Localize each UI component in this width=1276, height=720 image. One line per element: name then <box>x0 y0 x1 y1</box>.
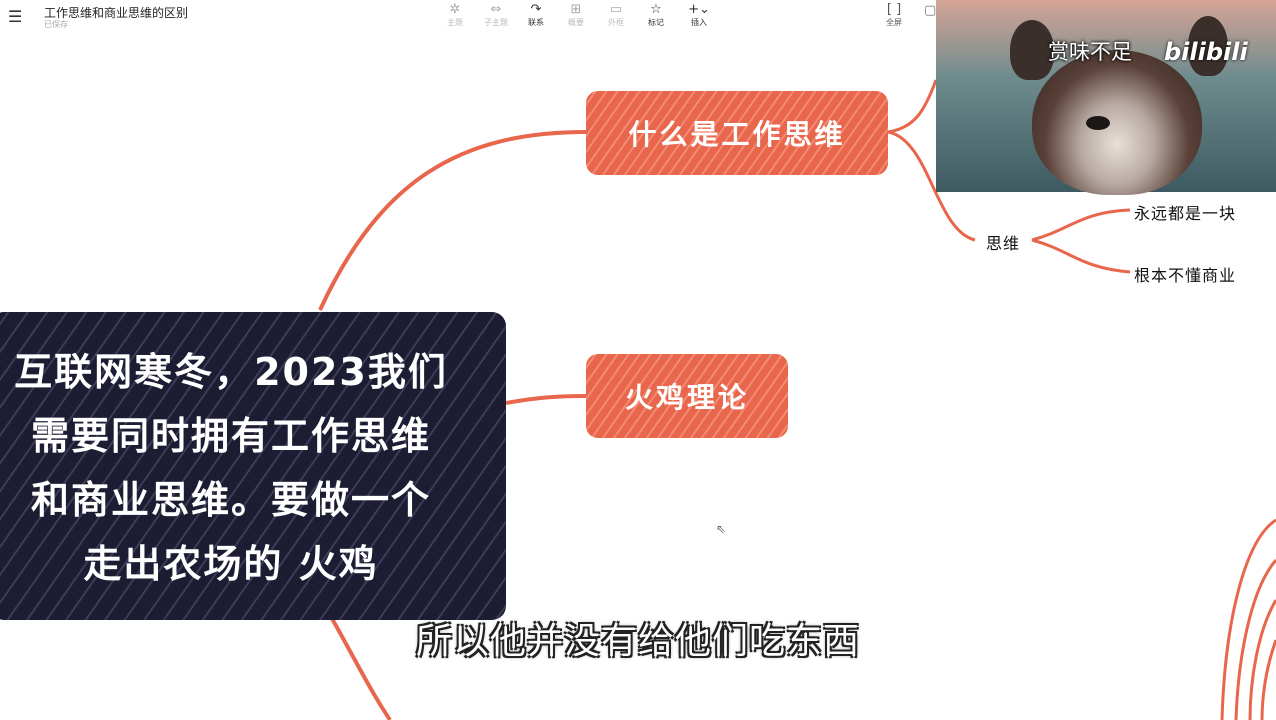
tool-boundary-button[interactable]: ▭ 外框 <box>596 3 636 28</box>
panda-ear-right <box>1188 16 1228 76</box>
title-overlay-text: 互联网寒冬，2023我们 需要同时拥有工作思维 和商业思维。要做一个 走出农场的… <box>14 350 448 586</box>
mouse-cursor-icon: ⇖ <box>716 522 727 536</box>
star-icon: ☆ <box>650 2 662 17</box>
leaf-line-1 <box>1031 208 1131 242</box>
topic-icon: ✲ <box>449 2 461 17</box>
right-line-3 <box>1248 599 1276 720</box>
tool-topic-button[interactable]: ✲ 主题 <box>435 3 475 28</box>
branch-node-work-thinking[interactable]: 什么是工作思维 <box>586 91 888 175</box>
window-icon[interactable]: ▢ <box>924 3 937 18</box>
sub-line-2 <box>887 130 976 242</box>
right-line-1 <box>1220 518 1276 720</box>
tool-marker-button[interactable]: ☆ 标记 <box>636 3 676 28</box>
relation-icon: ↷ <box>530 2 542 17</box>
sub-line-1 <box>887 79 938 134</box>
tool-relation-button[interactable]: ↷ 联系 <box>516 3 556 28</box>
title-overlay-card <box>0 312 506 620</box>
plus-icon: +⌄ <box>688 2 710 17</box>
bilibili-logo: bilibili <box>1164 38 1248 66</box>
right-line-2 <box>1234 559 1276 720</box>
fullscreen-icon: [ ] <box>886 2 902 17</box>
sub-node-thinking[interactable]: 思维 <box>986 234 1021 253</box>
tool-insert-button[interactable]: +⌄ 插入 <box>679 3 719 28</box>
tool-subtopic-button[interactable]: ⇔ 子主题 <box>476 3 516 28</box>
branch-line-1 <box>318 130 587 311</box>
red-panda-nose <box>1086 116 1110 130</box>
summary-icon: ⊞ <box>570 2 582 17</box>
save-status: 已保存 <box>44 20 68 29</box>
leaf-node-1[interactable]: 永远都是一块 <box>1134 204 1237 223</box>
menu-icon[interactable]: ☰ <box>8 7 23 26</box>
video-caption: 赏味不足 <box>1048 40 1132 64</box>
branch-node-label: 什么是工作思维 <box>628 118 846 151</box>
subtopic-icon: ⇔ <box>490 2 502 17</box>
boundary-icon: ▭ <box>609 2 623 17</box>
leaf-line-2 <box>1031 238 1131 274</box>
red-panda-image <box>1032 50 1202 195</box>
branch-line-2 <box>505 394 587 405</box>
right-line-4 <box>1260 639 1276 720</box>
document-title[interactable]: 工作思维和商业思维的区别 <box>44 6 189 20</box>
branch-node-turkey-theory[interactable]: 火鸡理论 <box>586 354 788 438</box>
panda-ear-left <box>1010 20 1054 80</box>
fullscreen-button[interactable]: [ ] 全屏 <box>874 3 914 28</box>
leaf-node-2[interactable]: 根本不懂商业 <box>1134 266 1237 285</box>
tool-summary-button[interactable]: ⊞ 概要 <box>556 3 596 28</box>
branch-node-label: 火鸡理论 <box>624 381 749 414</box>
branch-line-3 <box>328 614 392 720</box>
video-subtitle: 所以他并没有给他们吃东西 <box>415 621 860 662</box>
